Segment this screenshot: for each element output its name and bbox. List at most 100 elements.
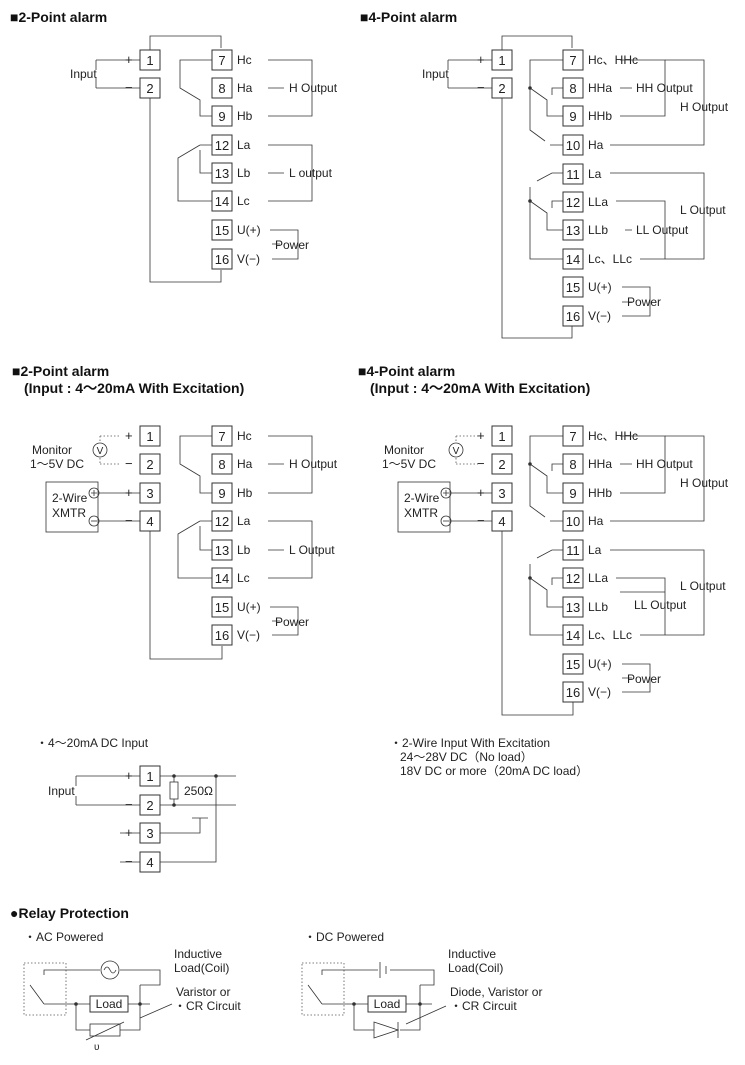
varistor-symbol: υ (94, 1042, 99, 1053)
group-label: H Output (680, 476, 729, 490)
ac-source-icon (100, 960, 120, 980)
group-label: L output (289, 166, 333, 180)
terminal-label: Lc、LLc (588, 628, 632, 642)
terminal-label: U(+) (588, 657, 612, 671)
terminal-label: Lb (237, 543, 251, 557)
terminal-label: Ha (588, 138, 604, 152)
terminal-label: HHb (588, 486, 612, 500)
protection-label: Diode, Varistor or (450, 985, 542, 999)
terminal-number: 1 (498, 429, 505, 444)
ac-title: ・AC Powered (24, 930, 103, 944)
terminal-box (211, 219, 233, 241)
group-label: Power (275, 238, 309, 252)
terminal-number: 13 (566, 600, 580, 615)
terminal-sign: + (125, 485, 133, 500)
terminal-number: 8 (218, 457, 225, 472)
terminal-label: V(−) (237, 628, 260, 642)
terminal-number: 7 (569, 53, 576, 68)
terminal-number: 1 (146, 769, 153, 784)
terminal-box (139, 453, 161, 475)
terminal-number: 9 (569, 486, 576, 501)
terminal-label: La (237, 138, 251, 152)
terminal-number: 8 (569, 457, 576, 472)
terminal-number: 15 (215, 600, 229, 615)
group-label: L Output (680, 579, 726, 593)
dc-powered-diagram: ・DC Powered Inductive Load(Coil) Diode, … (301, 930, 542, 1039)
terminal-label: Lc、LLc (588, 252, 632, 266)
terminal-number: 2 (146, 81, 153, 96)
xmtr-label: 2-Wire (52, 491, 88, 505)
group-label: Power (627, 295, 661, 309)
terminal-label: Ha (588, 514, 604, 528)
group-label: L Output (680, 203, 726, 217)
terminal-number: 10 (566, 514, 580, 529)
wire-notes-line: 24〜28V DC（No load） (400, 750, 533, 764)
output-terminals: 7 8 9 12 13 14 15 16 Hc Ha Hb La Lb Lc U… (211, 49, 261, 270)
terminal-sign: − (125, 456, 133, 471)
terminal-label: Ha (237, 81, 253, 95)
terminal-label: LLb (588, 600, 608, 614)
terminal-label: Ha (237, 457, 253, 471)
terminal-number: 11 (566, 167, 580, 182)
terminal-box (139, 425, 161, 447)
terminal-label: HHb (588, 109, 612, 123)
terminal-number: 7 (218, 429, 225, 444)
group-label: HH Output (636, 457, 693, 471)
terminal-label: LLa (588, 571, 608, 585)
terminal-number: 16 (566, 309, 580, 324)
terminal-number: 12 (566, 571, 580, 586)
terminal-sign: + (477, 52, 485, 67)
terminal-box (562, 305, 584, 327)
terminal-sign: − (125, 854, 133, 869)
terminal-box (491, 453, 513, 475)
group-label: L Output (289, 543, 335, 557)
terminal-label: Lb (237, 166, 251, 180)
terminal-label: Lc (237, 194, 250, 208)
terminal-number: 7 (569, 429, 576, 444)
terminal-number: 15 (566, 657, 580, 672)
diagram-subtitle: (Input : 4〜20mA With Excitation) (24, 380, 244, 396)
xmtr-label: XMTR (52, 506, 86, 520)
terminal-box (211, 453, 233, 475)
protection-label: ・CR Circuit (174, 999, 241, 1013)
terminal-box (491, 425, 513, 447)
voltmeter-symbol: V (97, 446, 104, 457)
input-label: Input (422, 67, 449, 81)
diagram-title: ■2-Point alarm (12, 363, 109, 379)
terminal-label: Hc (237, 429, 252, 443)
terminal-number: 14 (566, 628, 580, 643)
terminal-box (562, 163, 584, 185)
diagram-subtitle: (Input : 4〜20mA With Excitation) (370, 380, 590, 396)
dc-title: ・DC Powered (304, 930, 384, 944)
terminal-number: 16 (215, 628, 229, 643)
wire-notes-line: 18V DC or more（20mA DC load） (400, 764, 588, 778)
terminal-number: 12 (566, 195, 580, 210)
terminal-number: 13 (215, 543, 229, 558)
voltmeter-icon (448, 442, 464, 458)
dc-input-diagram: ・4〜20mA DC Input Input + − + − 1 2 3 4 2… (36, 736, 236, 873)
terminal-label: Lc (237, 571, 250, 585)
terminal-number: 7 (218, 53, 225, 68)
terminal-number: 3 (146, 826, 153, 841)
terminal-box (562, 653, 584, 675)
voltmeter-symbol: V (453, 446, 460, 457)
relay-protection: ●Relay Protection ・AC Powered Inductive … (10, 905, 542, 1053)
group-label: H Output (289, 81, 338, 95)
inductive-label: Load(Coil) (448, 961, 503, 975)
terminal-sign: − (125, 80, 133, 95)
terminal-sign: + (477, 428, 485, 443)
terminal-sign: + (477, 485, 485, 500)
terminal-label: La (588, 543, 602, 557)
output-terminals: 7 8 9 10 11 12 13 14 15 16 Hc、HHc HHa HH… (562, 49, 638, 327)
terminal-number: 3 (146, 486, 153, 501)
output-terminals: 7 8 9 10 11 12 13 14 15 16 Hc、HHc HHa HH… (562, 425, 638, 703)
terminal-label: LLb (588, 223, 608, 237)
terminal-number: 14 (215, 571, 229, 586)
terminal-label: La (588, 167, 602, 181)
terminal-label: V(−) (588, 309, 611, 323)
diagram-2-point-alarm: ■2-Point alarm Input + − 1 2 7 8 9 12 13… (10, 9, 338, 283)
diagram-2-point-alarm-excitation: ■2-Point alarm (Input : 4〜20mA With Exci… (12, 363, 338, 660)
terminal-number: 1 (146, 429, 153, 444)
inductive-label: Inductive (174, 947, 222, 961)
